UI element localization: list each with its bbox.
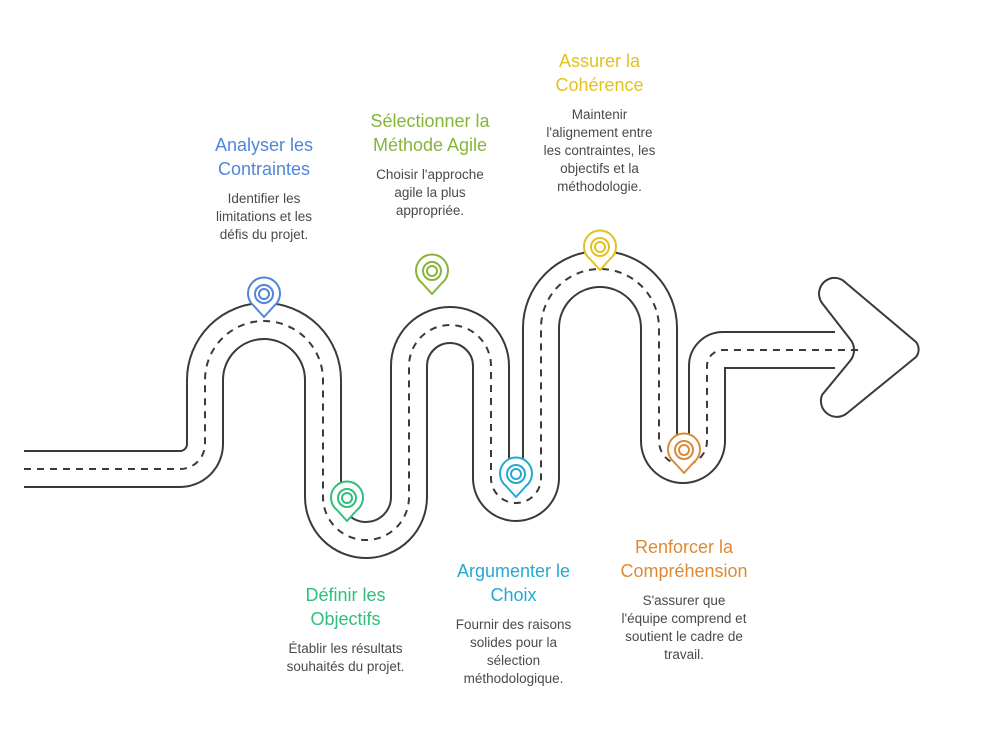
step-assurer: Assurer la Cohérence Maintenir l'alignem… xyxy=(522,49,677,196)
step-title: Renforcer la Compréhension xyxy=(620,537,748,581)
step-title: Assurer la Cohérence xyxy=(555,51,644,95)
step-description: Fournir des raisons solides pour la séle… xyxy=(455,617,572,686)
step-description: Établir les résultats souhaités du proje… xyxy=(286,641,405,674)
step-renforcer: Renforcer la Compréhension S'assurer que… xyxy=(600,535,768,664)
step-description: S'assurer que l'équipe comprend et souti… xyxy=(621,593,747,662)
step-title: Analyser les Contraintes xyxy=(214,135,314,179)
step-description: Choisir l'approche agile la plus appropr… xyxy=(376,167,484,218)
step-title: Argumenter le Choix xyxy=(456,561,571,605)
map-pin-icon xyxy=(247,276,281,318)
step-selectionner: Sélectionner la Méthode Agile Choisir l'… xyxy=(350,109,510,220)
step-definir: Définir les Objectifs Établir les résult… xyxy=(268,583,423,676)
map-pin-icon xyxy=(330,480,364,522)
map-pin-icon xyxy=(667,432,701,474)
step-title: Sélectionner la Méthode Agile xyxy=(370,111,490,155)
step-title: Définir les Objectifs xyxy=(305,585,386,629)
step-argumenter: Argumenter le Choix Fournir des raisons … xyxy=(436,559,591,688)
map-pin-icon xyxy=(583,229,617,271)
step-analyser: Analyser les Contraintes Identifier les … xyxy=(190,133,338,244)
road-centre-line xyxy=(24,268,858,541)
map-pin-icon xyxy=(415,253,449,295)
step-description: Identifier les limitations et les défis … xyxy=(215,191,313,242)
arrow-head xyxy=(818,276,920,418)
step-description: Maintenir l'alignement entre les contrai… xyxy=(543,107,656,194)
map-pin-icon xyxy=(499,456,533,498)
